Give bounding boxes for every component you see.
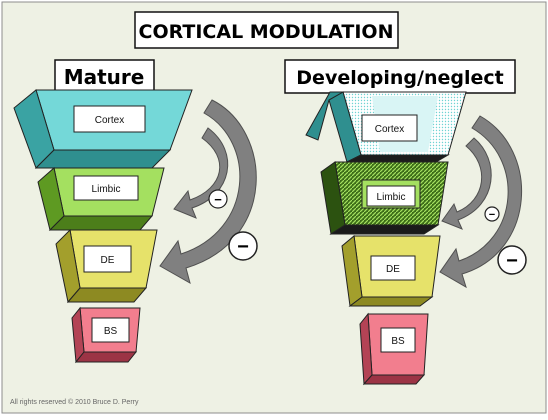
mature-small-inhibit-sign xyxy=(208,189,228,209)
developing-large-arrow xyxy=(439,115,522,289)
copyright-footer: All rights reserved © 2010 Bruce D. Perr… xyxy=(10,398,139,406)
developing-limbic-layer: Limbic xyxy=(320,161,449,235)
mature-limbic-layer: Limbic xyxy=(37,167,165,231)
mature-heading: Mature xyxy=(64,65,145,89)
developing-limbic-label-box xyxy=(366,185,416,207)
mature-bs-label: BS xyxy=(104,326,118,337)
mature-panel: Mature Cortex Limbic DE xyxy=(13,59,258,364)
developing-limbic-label: Limbic xyxy=(377,192,406,203)
mature-cortex-label-box xyxy=(73,105,146,133)
developing-large-inhibit-symbol: − xyxy=(506,250,518,272)
developing-small-inhibit-symbol: − xyxy=(489,209,495,221)
developing-de-label-box xyxy=(370,255,416,281)
mature-limbic-label: Limbic xyxy=(92,184,121,195)
developing-de-label: DE xyxy=(386,264,400,275)
diagram-title: CORTICAL MODULATION xyxy=(139,21,394,43)
developing-large-inhibit-sign xyxy=(497,245,527,275)
developing-de-layer: DE xyxy=(341,235,441,307)
developing-bs-layer: BS xyxy=(359,312,429,386)
mature-de-label: DE xyxy=(101,255,115,266)
mature-limbic-label-box xyxy=(73,175,139,201)
mature-large-inhibit-symbol: − xyxy=(237,236,249,258)
developing-heading-box xyxy=(284,59,516,94)
mature-de-label-box xyxy=(83,245,132,273)
mature-de-layer: DE xyxy=(55,228,158,304)
developing-small-inhibit-sign xyxy=(484,206,500,222)
developing-bs-label-box xyxy=(380,327,416,353)
developing-panel: Developing/neglect Cortex Limbic D xyxy=(284,59,527,386)
mature-bs-label-box xyxy=(91,317,130,343)
title-box xyxy=(134,11,399,49)
developing-cortex-label: Cortex xyxy=(375,124,404,135)
mature-bs-layer: BS xyxy=(71,306,141,364)
mature-small-arrow xyxy=(173,127,229,219)
developing-heading: Developing/neglect xyxy=(296,67,503,89)
developing-small-arrow xyxy=(441,137,492,230)
developing-cortex-label-box xyxy=(361,114,418,142)
mature-cortex-label: Cortex xyxy=(95,115,124,126)
mature-large-inhibit-sign xyxy=(228,231,258,261)
developing-bs-label: BS xyxy=(391,336,405,347)
mature-small-inhibit-symbol: − xyxy=(214,192,222,207)
developing-cortex-layer: Cortex xyxy=(305,91,467,163)
